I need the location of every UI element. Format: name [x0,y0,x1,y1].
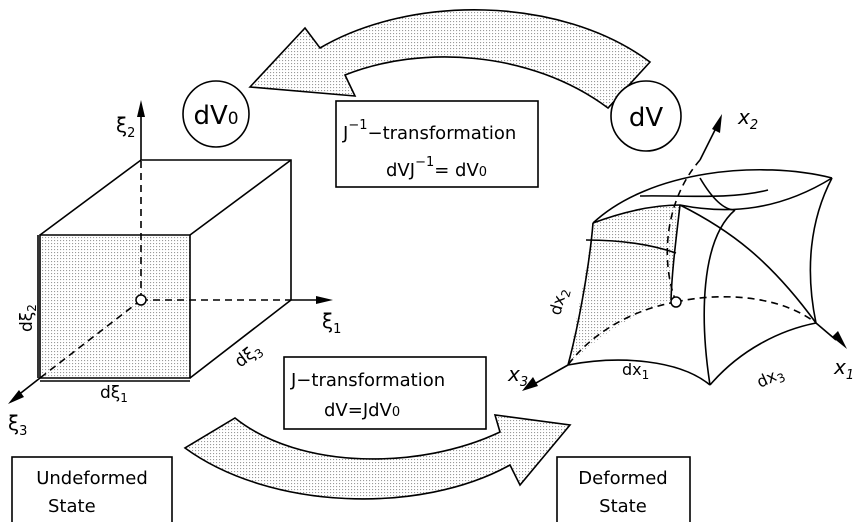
svg-text:dV: dV [629,103,664,133]
svg-text:J−transformation: J−transformation [290,370,445,391]
deformed-body [567,159,833,386]
undeformed-volume-circle: dV0 [182,80,250,148]
forward-transformation-box: J−transformation dV=JdV0 [283,356,487,430]
xi2-axis [137,100,145,160]
svg-text:Deformed: Deformed [578,468,667,489]
dxi2-edge-label: dξ2 [17,304,39,332]
x1-axis [815,322,847,349]
x3-axis [522,364,569,391]
xi2-axis-label: ξ2 [116,113,135,141]
deformed-state-caption: Deformed State [556,456,691,522]
svg-text:dV0: dV0 [193,101,238,131]
undeformed-cube [37,159,292,382]
xi3-axis [8,377,41,404]
x3-axis-label: x3 [507,362,528,390]
x1-axis-label: x1 [833,355,854,383]
dx3-edge-label: dx3 [754,363,788,394]
svg-text:dVJ−1= dV0: dVJ−1= dV0 [386,155,487,181]
xi1-axis-label: ξ1 [322,309,341,337]
svg-text:Undeformed: Undeformed [36,468,148,489]
x2-axis [699,114,722,161]
x2-axis-label: x2 [737,105,758,133]
dx1-edge-label: dx1 [622,360,649,382]
svg-text:State: State [599,496,647,517]
dxi3-edge-label: dξ3 [231,339,267,373]
inverse-transform-arrow [248,9,652,110]
svg-text:J−1−transformation: J−1−transformation [342,118,516,144]
svg-text:dV=JdV0: dV=JdV0 [324,400,400,421]
svg-text:State: State [48,496,96,517]
forward-transform-arrow [183,414,572,500]
deformed-volume-circle: dV [610,80,682,152]
xi1-axis [291,296,333,304]
dx2-edge-label: dx2 [546,286,574,318]
undeformed-state-caption: Undeformed State [11,456,173,522]
dxi1-edge-label: dξ1 [100,383,128,405]
inverse-transformation-box: J−1−transformation dVJ−1= dV0 [335,100,539,188]
xi3-axis-label: ξ3 [8,411,27,439]
